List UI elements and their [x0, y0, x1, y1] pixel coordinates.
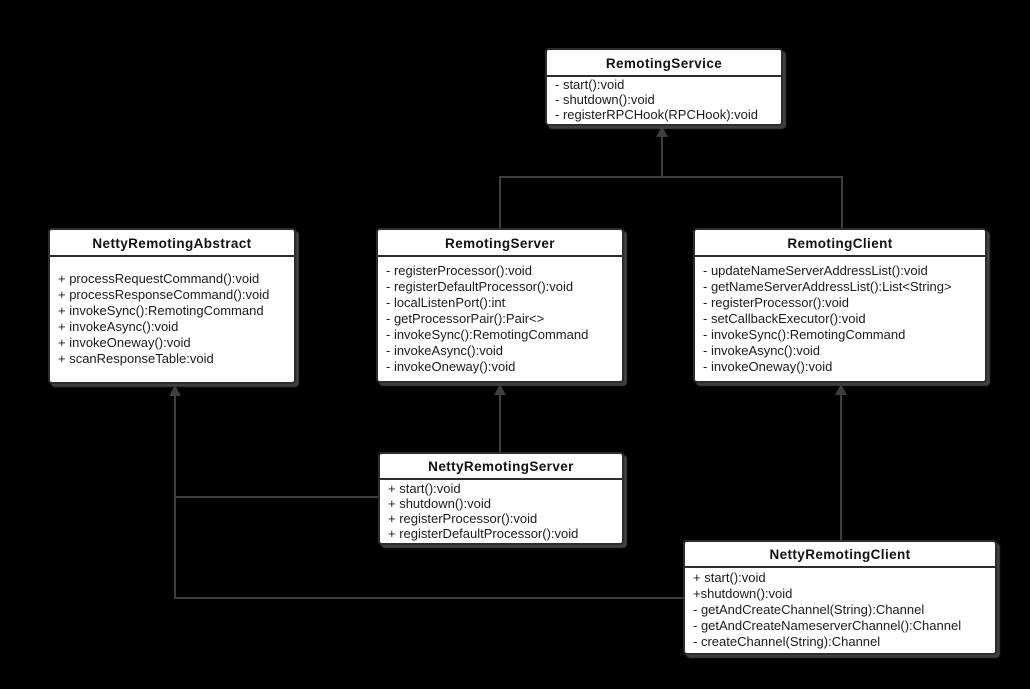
- class-member: - registerRPCHook(RPCHook):void: [555, 107, 758, 122]
- class-member: + invokeOneway():void: [58, 335, 191, 350]
- class-member: + processRequestCommand():void: [58, 271, 260, 286]
- class-box-netty-remoting-client: NettyRemotingClient + start():void+shutd…: [683, 540, 997, 655]
- class-member: + shutdown():void: [388, 496, 491, 511]
- class-member: - getProcessorPair():Pair<>: [386, 311, 545, 326]
- inheritance-arrowhead-to-remoting-client: [835, 384, 847, 395]
- class-title: RemotingService: [547, 50, 781, 77]
- class-member: - setCallbackExecutor():void: [703, 311, 866, 326]
- inheritance-branch-nettyremotingclient: [174, 597, 683, 599]
- class-member: - updateNameServerAddressList():void: [703, 263, 928, 278]
- class-member: + processResponseCommand():void: [58, 287, 270, 302]
- class-member: - shutdown():void: [555, 92, 655, 107]
- inheritance-drop-remoting-server: [499, 176, 501, 228]
- class-member: - registerProcessor():void: [703, 295, 849, 310]
- inheritance-arrowhead-to-remoting-server: [494, 384, 506, 395]
- class-member: - localListenPort():int: [386, 295, 506, 310]
- inheritance-stem-to-remoting-service: [661, 136, 663, 178]
- class-member: - invokeAsync():void: [703, 343, 821, 358]
- class-member: - invokeSync():RemotingCommand: [703, 327, 906, 342]
- class-member: - createChannel(String):Channel: [693, 634, 881, 649]
- inheritance-drop-remoting-client: [841, 176, 843, 228]
- class-box-remoting-server: RemotingServer - registerProcessor():voi…: [376, 228, 624, 383]
- class-title: NettyRemotingAbstract: [50, 230, 294, 257]
- class-member: - registerDefaultProcessor():void: [386, 279, 574, 294]
- inheritance-stem-nettyremotingserver: [499, 394, 501, 452]
- class-box-remoting-service: RemotingService - start():void- shutdown…: [545, 48, 783, 126]
- class-member: - invokeSync():RemotingCommand: [386, 327, 589, 342]
- inheritance-stem-nettyremotingclient: [840, 394, 842, 540]
- class-members: + processRequestCommand():void+ processR…: [50, 257, 294, 367]
- class-member: - start():void: [555, 77, 625, 92]
- class-members: - updateNameServerAddressList():void- ge…: [695, 257, 985, 375]
- class-members: + start():void+ shutdown():void+ registe…: [380, 480, 622, 541]
- inheritance-arrowhead-to-netty-remoting-abstract: [169, 385, 181, 396]
- class-member: + invokeAsync():void: [58, 319, 179, 334]
- class-member: - invokeOneway():void: [703, 359, 833, 374]
- class-member: - getAndCreateChannel(String):Channel: [693, 602, 925, 617]
- inheritance-arrowhead-to-remoting-service: [656, 126, 668, 137]
- class-title: RemotingClient: [695, 230, 985, 257]
- class-title: RemotingServer: [378, 230, 622, 257]
- class-member: + registerProcessor():void: [388, 511, 538, 526]
- class-member: - invokeAsync():void: [386, 343, 504, 358]
- class-member: + start():void: [388, 481, 461, 496]
- class-member: + start():void: [693, 570, 766, 585]
- class-member: +shutdown():void: [693, 586, 793, 601]
- class-title: NettyRemotingClient: [685, 542, 995, 568]
- class-title: NettyRemotingServer: [380, 454, 622, 480]
- class-members: + start():void+shutdown():void- getAndCr…: [685, 568, 995, 650]
- class-member: - getNameServerAddressList():List<String…: [703, 279, 952, 294]
- class-member: + invokeSync():RemotingCommand: [58, 303, 264, 318]
- class-members: - start():void- shutdown():void- registe…: [547, 77, 781, 122]
- class-members: - registerProcessor():void- registerDefa…: [378, 257, 622, 375]
- class-member: + scanResponseTable:void: [58, 351, 214, 366]
- inheritance-branch-nettyremotingserver: [174, 496, 378, 498]
- class-box-remoting-client: RemotingClient - updateNameServerAddress…: [693, 228, 987, 383]
- inheritance-tbar-server-client: [499, 176, 843, 178]
- class-member: - invokeOneway():void: [386, 359, 516, 374]
- class-box-netty-remoting-abstract: NettyRemotingAbstract + processRequestCo…: [48, 228, 296, 384]
- class-member: - getAndCreateNameserverChannel():Channe…: [693, 618, 962, 633]
- class-member: - registerProcessor():void: [386, 263, 532, 278]
- class-box-netty-remoting-server: NettyRemotingServer + start():void+ shut…: [378, 452, 624, 545]
- class-member: + registerDefaultProcessor():void: [388, 526, 579, 541]
